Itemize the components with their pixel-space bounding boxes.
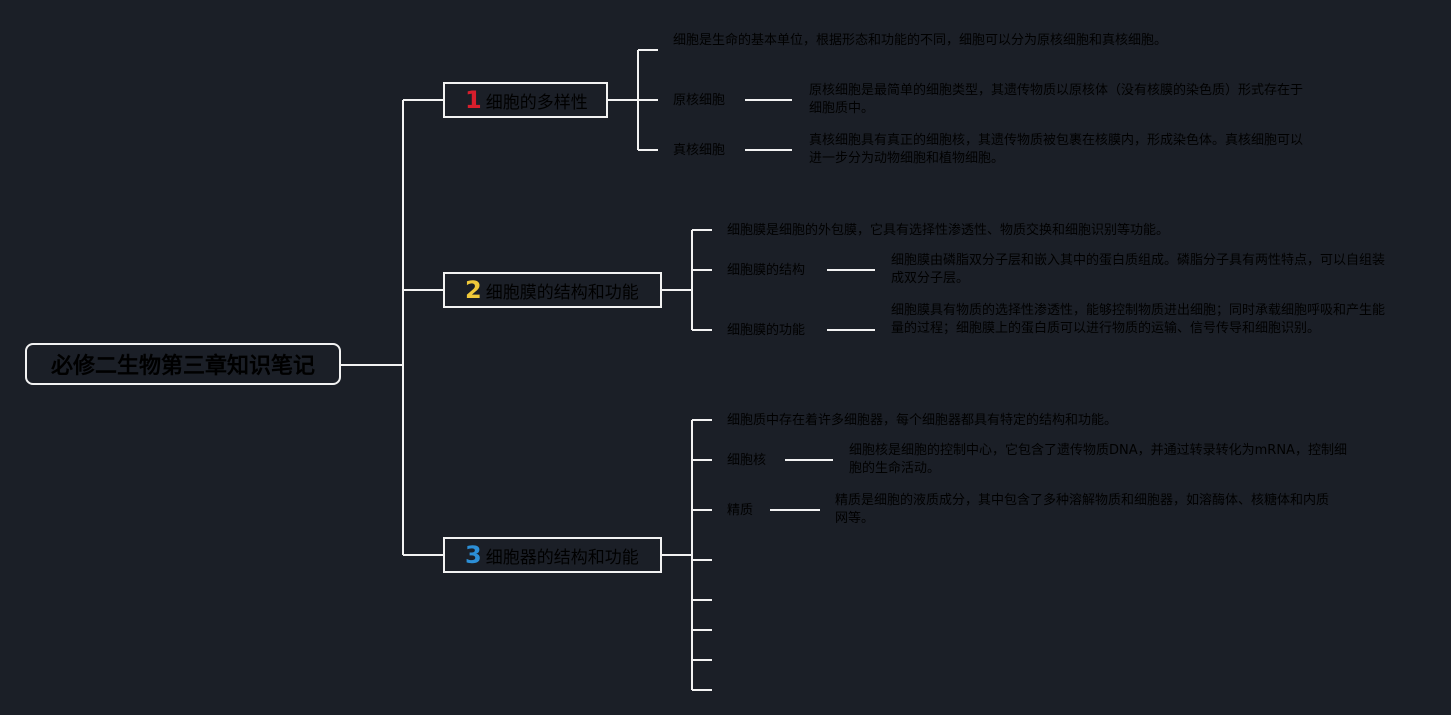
branch-2-label: 细胞膜的结构和功能: [485, 282, 639, 303]
branch-2-item-1-desc: 细胞膜由磷脂双分子层和嵌入其中的蛋白质组成。磷脂分子具有两性特点，可以自组装成双…: [891, 253, 1386, 286]
number-3-icon: 3: [465, 541, 482, 569]
branch-2-item-2-label: 细胞膜的功能: [727, 323, 806, 338]
branch-3-item-1-label: 细胞核: [727, 453, 767, 468]
branch-node-2[interactable]: 2 细胞膜的结构和功能: [443, 272, 662, 308]
branch-3-item-1-desc: 细胞核是细胞的控制中心，它包含了遗传物质DNA，并通过转录转化为mRNA，控制细…: [849, 443, 1347, 476]
branch-1-label: 细胞的多样性: [485, 92, 588, 113]
branch-1-item-1-desc: 原核细胞是最简单的细胞类型，其遗传物质以原核体（没有核膜的染色质）形式存在于细胞…: [809, 83, 1304, 116]
branch-2-item-2-desc: 细胞膜具有物质的选择性渗透性，能够控制物质进出细胞；同时承载细胞呼吸和产生能量的…: [891, 303, 1386, 336]
root-node[interactable]: 必修二生物第三章知识笔记: [25, 343, 341, 385]
branch-3-intro: 细胞质中存在着许多细胞器，每个细胞器都具有特定的结构和功能。: [727, 413, 1118, 428]
branch-3-label: 细胞器的结构和功能: [485, 547, 639, 568]
branch-2-intro: 细胞膜是细胞的外包膜，它具有选择性渗透性、物质交换和细胞识别等功能。: [727, 223, 1170, 238]
number-2-icon: 2: [465, 276, 482, 304]
branch-1-item-2-label: 真核细胞: [673, 143, 726, 158]
branch-1-intro: 细胞是生命的基本单位，根据形态和功能的不同，细胞可以分为原核细胞和真核细胞。: [673, 33, 1168, 48]
branch-node-3[interactable]: 3 细胞器的结构和功能: [443, 537, 662, 573]
branch-node-1[interactable]: 1 细胞的多样性: [443, 82, 608, 118]
branch-3-item-2-desc: 精质是细胞的液质成分，其中包含了多种溶解物质和细胞器，如溶酶体、核糖体和内质网等…: [835, 493, 1330, 526]
branch-1-item-2-desc: 真核细胞具有真正的细胞核，其遗传物质被包裹在核膜内，形成染色体。真核细胞可以进一…: [809, 133, 1304, 166]
branch-1-item-1-label: 原核细胞: [673, 93, 726, 108]
branch-2-item-1-label: 细胞膜的结构: [727, 263, 806, 278]
root-label: 必修二生物第三章知识笔记: [50, 354, 315, 379]
number-1-icon: 1: [465, 86, 482, 114]
branch-3-item-2-label: 精质: [727, 503, 754, 518]
